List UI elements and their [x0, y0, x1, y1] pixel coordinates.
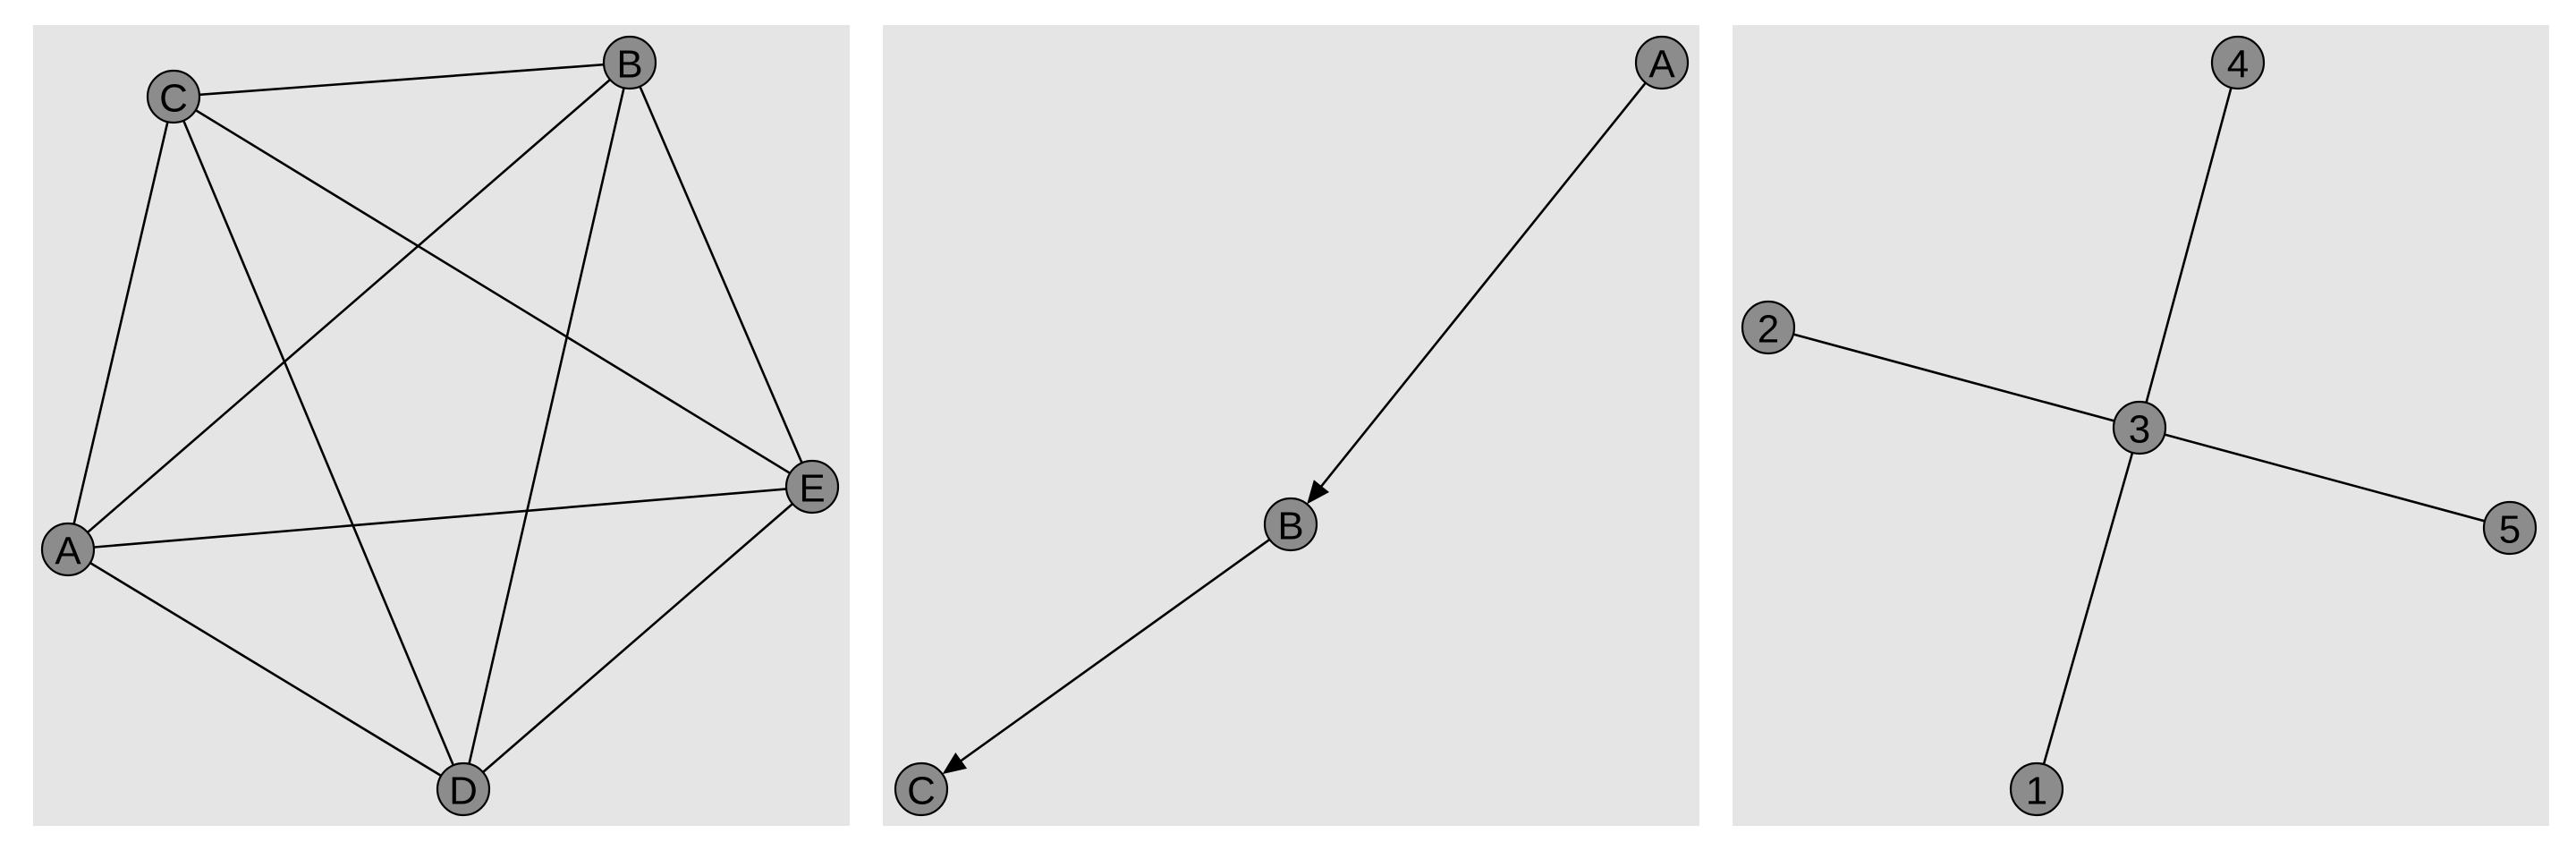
- edges: [942, 81, 1647, 775]
- edge-3-5: [2139, 426, 2511, 530]
- node-4: 4: [2210, 35, 2266, 90]
- edge-3-1: [2035, 427, 2141, 790]
- edge-B-D: [462, 62, 631, 790]
- node-label: D: [449, 770, 478, 813]
- node-circle: [894, 761, 949, 817]
- node-3: 3: [2112, 400, 2167, 455]
- edge-A-E: [67, 485, 813, 551]
- node-label: A: [55, 530, 81, 574]
- node-circle: [2482, 500, 2538, 556]
- panel-directed-path: A B C: [883, 25, 1699, 826]
- edges: [66, 61, 814, 791]
- node-circle: [2210, 35, 2266, 90]
- node-B: B: [1263, 497, 1318, 552]
- node-circle: [1741, 300, 1796, 355]
- edge-A-B: [1318, 81, 1647, 490]
- node-E: E: [784, 459, 840, 515]
- panel-star-graph: 1 2 3 4 5: [1733, 25, 2549, 826]
- node-B: B: [602, 35, 657, 90]
- node-label: 4: [2227, 43, 2249, 87]
- node-A: A: [40, 522, 96, 577]
- edge-B-E: [628, 62, 814, 488]
- panel-background: [33, 25, 850, 826]
- panel-background: [883, 25, 1699, 826]
- node-circle: [40, 522, 96, 577]
- node-circle: [1263, 497, 1318, 552]
- panel-complete-graph: A B C D E: [33, 25, 850, 826]
- node-circle: [436, 761, 491, 817]
- node-circle: [146, 69, 201, 124]
- node-A: A: [1634, 35, 1690, 90]
- nodes: A B C: [894, 35, 1690, 817]
- nodes: 1 2 3 4 5: [1741, 35, 2538, 817]
- edge-C-E: [173, 95, 813, 489]
- edge-D-E: [462, 486, 813, 790]
- node-label: A: [1648, 43, 1675, 87]
- edge-B-C: [173, 61, 631, 98]
- arrowhead-A-B: [1307, 480, 1330, 505]
- node-label: 3: [2129, 408, 2150, 452]
- edge-A-D: [67, 548, 464, 791]
- node-label: C: [159, 77, 188, 121]
- node-label: B: [616, 43, 642, 87]
- nodes: A B C D E: [40, 35, 840, 817]
- edge-A-B: [67, 62, 631, 550]
- node-circle: [2009, 761, 2064, 817]
- node-label: B: [1277, 505, 1303, 549]
- edge-C-D: [172, 96, 465, 790]
- node-circle: [602, 35, 657, 90]
- arrowhead-B-C: [942, 753, 968, 775]
- edge-B-C: [957, 538, 1271, 764]
- node-circle: [1634, 35, 1690, 90]
- node-1: 1: [2009, 761, 2064, 817]
- node-2: 2: [1741, 300, 1796, 355]
- edge-3-2: [1767, 326, 2140, 430]
- node-D: D: [436, 761, 491, 817]
- node-label: C: [907, 770, 936, 813]
- node-C: C: [146, 69, 201, 124]
- node-circle: [784, 459, 840, 515]
- node-label: 1: [2026, 770, 2047, 813]
- edge-3-4: [2138, 62, 2240, 429]
- node-label: E: [799, 467, 825, 511]
- edge-A-C: [66, 96, 175, 550]
- node-C: C: [894, 761, 949, 817]
- node-label: 5: [2499, 508, 2521, 552]
- edges: [1767, 62, 2511, 790]
- node-5: 5: [2482, 500, 2538, 556]
- node-circle: [2112, 400, 2167, 455]
- node-label: 2: [1758, 308, 1779, 352]
